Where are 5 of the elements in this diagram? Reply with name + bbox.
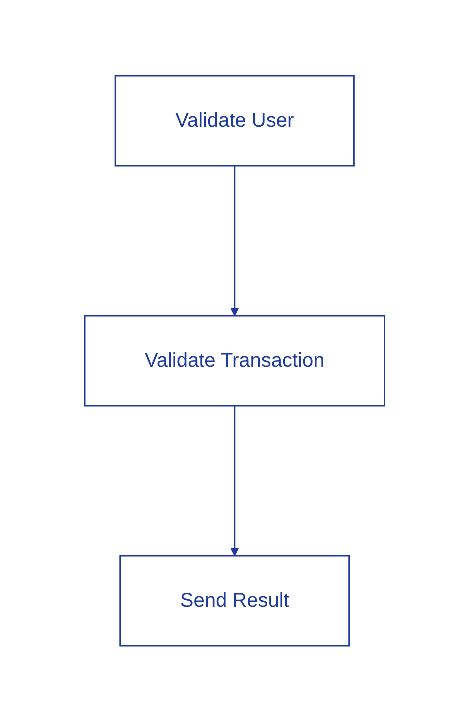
arrow <box>230 166 239 316</box>
node-box: Send Result <box>119 554 350 646</box>
node-box: Validate Transaction <box>84 314 386 406</box>
node-box: Validate User <box>114 74 355 166</box>
arrow <box>230 406 239 556</box>
